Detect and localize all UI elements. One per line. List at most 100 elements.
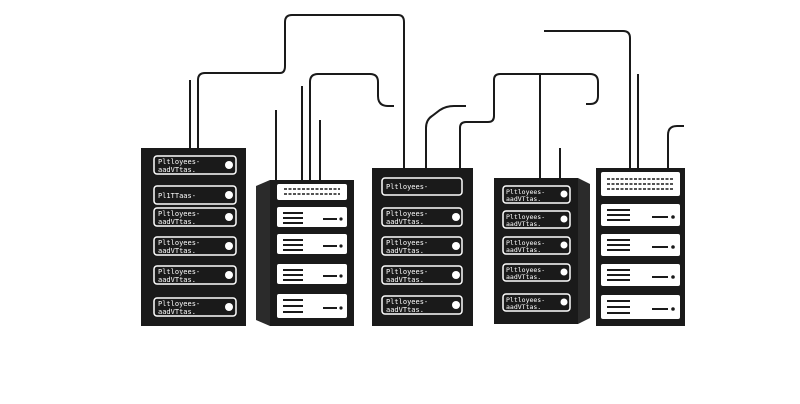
unit-label: aadVTtas. [506, 273, 541, 281]
status-led-icon [225, 161, 233, 169]
unit-label: aadVTtas. [158, 166, 196, 174]
server-unit: Pl1TTaas- [153, 185, 237, 205]
status-led-icon [225, 213, 233, 221]
unit-label: aadVTtas. [506, 220, 541, 228]
unit-label: Pltloyees- [506, 213, 545, 221]
cable [544, 30, 631, 168]
rack-units: Pltloyees- aadVTtas. Pl1TTaas- Pltloyees… [153, 155, 237, 317]
unit-label: aadVTtas. [386, 218, 424, 226]
rack-units: Pltloyees- Pltloyees- aadVTtas. Pltloyee… [381, 177, 463, 315]
rack-units [277, 184, 347, 318]
server-unit: Pltloyees- aadVTtas. [153, 207, 237, 227]
server-drawer [277, 264, 347, 284]
status-led-icon [339, 306, 343, 310]
unit-label: aadVTtas. [506, 195, 541, 203]
unit-label: aadVTtas. [158, 218, 196, 226]
server-rack [596, 168, 685, 326]
rack-units [601, 172, 680, 319]
unit-label: aadVTtas. [386, 306, 424, 314]
server-unit: Pltloyees- aadVTtas. [381, 265, 463, 285]
status-led-icon [560, 215, 568, 223]
status-led-icon [560, 298, 568, 306]
server-drawer [277, 234, 347, 254]
status-led-icon [339, 244, 343, 248]
unit-label: Pltloyees- [506, 188, 545, 196]
unit-label: Pltloyees- [506, 296, 545, 304]
unit-label: Pltloyees- [158, 268, 200, 276]
server-rack [256, 180, 354, 326]
server-drawer [601, 234, 680, 256]
server-unit: Pltloyees- aadVTtas. [502, 185, 571, 204]
server-unit: Pltloyees- aadVTtas. [153, 265, 237, 285]
server-rack: Pltloyees- aadVTtas. Pltloyees- aadVTtas… [494, 178, 590, 324]
status-led-icon [671, 245, 675, 249]
status-led-icon [671, 307, 675, 311]
unit-label: Pltloyees- [506, 239, 545, 247]
unit-label: Pltloyees- [386, 210, 428, 218]
server-drawer [601, 295, 680, 319]
status-led-icon [225, 242, 233, 250]
cable [197, 14, 405, 168]
status-led-icon [452, 213, 460, 221]
unit-label: aadVTtas. [506, 303, 541, 311]
server-rack: Pltloyees- aadVTtas. Pl1TTaas- Pltloyees… [141, 148, 246, 326]
cable [425, 105, 466, 168]
server-unit: Pltloyees- aadVTtas. [381, 236, 463, 256]
status-led-icon [339, 217, 343, 221]
status-led-icon [560, 268, 568, 276]
unit-label: Pltloyees- [158, 239, 200, 247]
cable [667, 125, 684, 168]
unit-label: Pltloyees- [158, 300, 200, 308]
server-unit: Pltloyees- aadVTtas. [153, 155, 237, 175]
rack-side [256, 180, 270, 326]
unit-label: aadVTtas. [386, 276, 424, 284]
status-led-icon [225, 191, 233, 199]
rack-side [578, 178, 590, 324]
server-unit: Pltloyees- aadVTtas. [502, 210, 571, 229]
server-drawer [601, 204, 680, 226]
unit-label: aadVTtas. [386, 247, 424, 255]
status-led-icon [339, 274, 343, 278]
status-led-icon [671, 215, 675, 219]
unit-label: Pltloyees- [386, 268, 428, 276]
unit-label: Pltloyees- [158, 158, 200, 166]
server-unit: Pltloyees- aadVTtas. [502, 293, 571, 312]
unit-label: Pltloyees- [506, 266, 545, 274]
server-drawer [601, 172, 680, 196]
unit-label: aadVTtas. [158, 247, 196, 255]
server-drawer [601, 264, 680, 286]
cable [309, 73, 394, 180]
unit-label: aadVTtas. [506, 246, 541, 254]
unit-label: Pl1TTaas- [158, 192, 196, 200]
status-led-icon [560, 241, 568, 249]
status-led-icon [225, 303, 233, 311]
server-rack: Pltloyees- Pltloyees- aadVTtas. Pltloyee… [372, 168, 473, 326]
status-led-icon [225, 271, 233, 279]
status-led-icon [452, 242, 460, 250]
server-unit: Pltloyees- aadVTtas. [153, 297, 237, 317]
status-led-icon [560, 190, 568, 198]
server-unit: Pltloyees- aadVTtas. [153, 236, 237, 256]
server-unit: Pltloyees- aadVTtas. [502, 263, 571, 282]
rack-units: Pltloyees- aadVTtas. Pltloyees- aadVTtas… [502, 185, 571, 312]
unit-label: aadVTtas. [158, 308, 196, 316]
server-drawer [277, 207, 347, 227]
server-drawer [277, 184, 347, 200]
unit-label: Pltloyees- [386, 239, 428, 247]
cable [459, 73, 599, 168]
server-unit: Pltloyees- aadVTtas. [502, 236, 571, 255]
status-led-icon [452, 271, 460, 279]
server-unit: Pltloyees- [381, 177, 463, 196]
status-led-icon [671, 275, 675, 279]
unit-label: Pltloyees- [386, 183, 428, 191]
server-unit: Pltloyees- aadVTtas. [381, 207, 463, 227]
unit-label: Pltloyees- [386, 298, 428, 306]
status-led-icon [452, 301, 460, 309]
server-drawer [277, 294, 347, 318]
unit-label: Pltloyees- [158, 210, 200, 218]
server-unit: Pltloyees- aadVTtas. [381, 295, 463, 315]
network-cables [189, 14, 684, 180]
unit-label: aadVTtas. [158, 276, 196, 284]
